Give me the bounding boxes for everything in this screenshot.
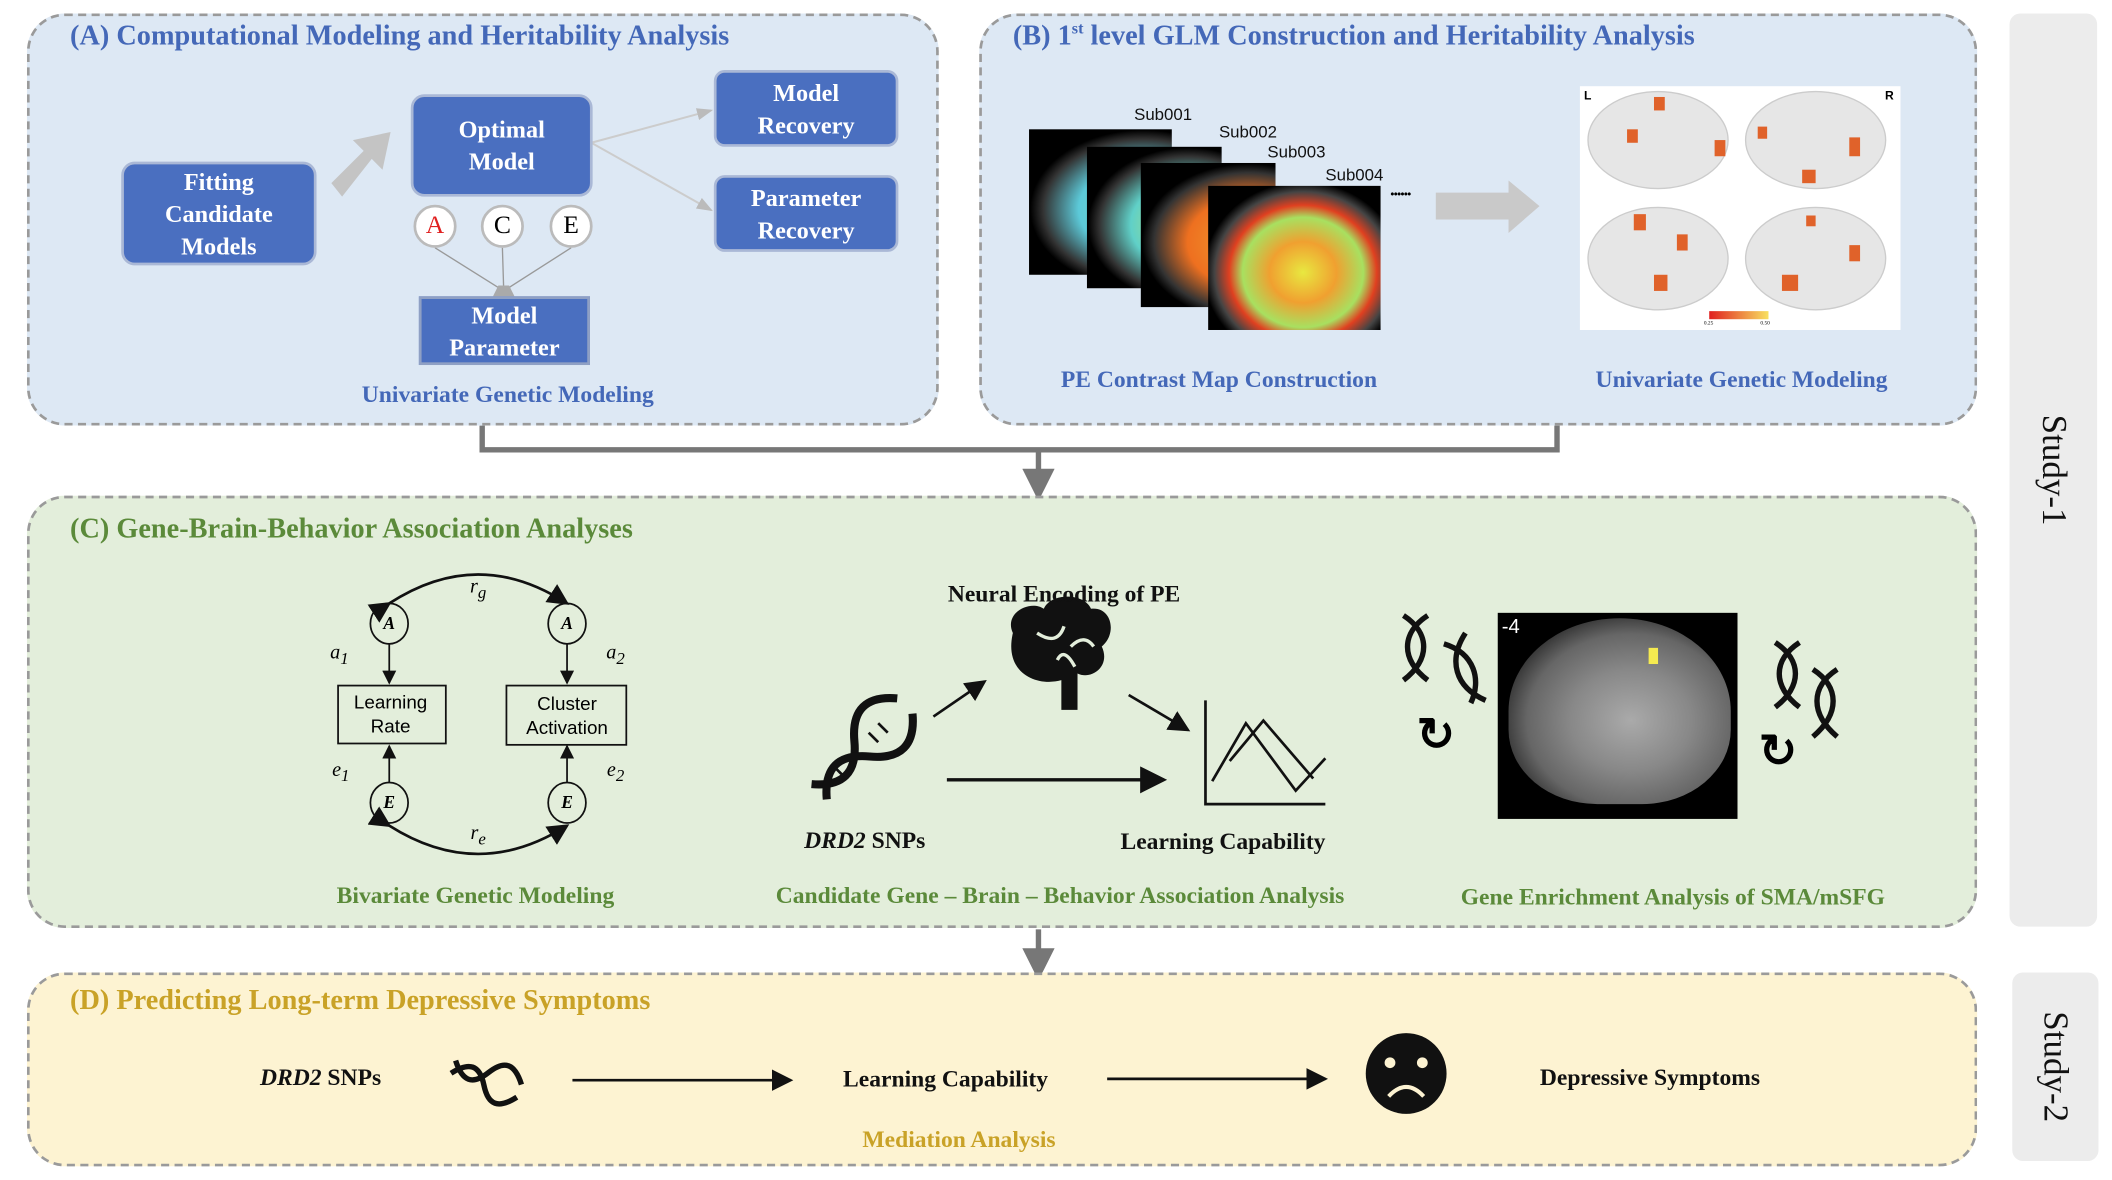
- fitting-label: Fitting Candidate Models: [164, 167, 273, 260]
- panel-d-title: (D) Predicting Long-term Depressive Symp…: [70, 983, 651, 1016]
- sma-cluster-highlight: [1648, 647, 1659, 665]
- label-e2: e2: [606, 759, 625, 786]
- label-sub004: Sub004: [1325, 165, 1384, 185]
- brain-tissue: [1508, 618, 1731, 805]
- model-recovery-label: Model Recovery: [757, 78, 855, 139]
- neural-encoding-label: Neural Encoding of PE: [947, 579, 1181, 607]
- dna-icon: [811, 694, 917, 800]
- label-sub003: Sub003: [1267, 142, 1326, 162]
- depressive-symptoms-label: Depressive Symptoms: [1539, 1063, 1761, 1091]
- drd2-snps-label: DRD2 SNPs: [804, 826, 926, 854]
- model-parameter-box: Model Parameter: [418, 296, 590, 366]
- label-sub001: Sub001: [1134, 105, 1193, 124]
- colorbar-max: 0.50: [1760, 319, 1770, 326]
- node-e-left: E: [383, 791, 396, 813]
- learning-capability-label: Learning Capability: [1120, 827, 1326, 855]
- label-sub002: Sub002: [1218, 122, 1278, 142]
- panel-b-caption-right: Univariate Genetic Modeling: [1595, 365, 1888, 393]
- brain-slice-sub004: [1208, 185, 1381, 330]
- cortical-surface-map: L R 0.25 0.50: [1579, 86, 1901, 330]
- ace-a-node: A: [413, 204, 457, 248]
- study-2-tab: Study-2: [2012, 972, 2099, 1162]
- label-left-hemisphere: L: [1583, 88, 1592, 103]
- dna-icon: [449, 1059, 525, 1107]
- ellipsis-dots: ......: [1390, 180, 1412, 201]
- learning-capability-label: Learning Capability: [843, 1064, 1049, 1092]
- drd2-snps-label: DRD2 SNPs: [259, 1063, 382, 1091]
- label-a2: a2: [606, 642, 625, 669]
- merge-connector: [479, 425, 1560, 453]
- node-a-right: A: [561, 612, 573, 634]
- model-recovery-box: Model Recovery: [713, 70, 899, 147]
- panel-b-title: (B) 1st level GLM Construction and Herit…: [1012, 18, 1695, 52]
- optimal-model-box: Optimal Model: [410, 94, 593, 197]
- panel-d: [26, 972, 1978, 1167]
- fitting-candidate-models-box: Fitting Candidate Models: [121, 161, 317, 266]
- label-e1: e1: [332, 759, 350, 786]
- panel-b-caption-left: PE Contrast Map Construction: [1060, 365, 1378, 393]
- node-a-left: A: [383, 612, 396, 634]
- parameter-recovery-label: Parameter Recovery: [750, 183, 862, 244]
- study-1-tab: Study-1: [2009, 13, 2098, 927]
- label-a1: a1: [330, 642, 349, 669]
- sagittal-mri-slice: -4: [1497, 612, 1738, 819]
- panel-d-caption: Mediation Analysis: [862, 1125, 1056, 1153]
- brain-icon: [1010, 596, 1111, 710]
- model-parameter-label: Model Parameter: [449, 301, 560, 361]
- label-re: re: [470, 822, 486, 849]
- big-arrow-icon: [331, 131, 391, 197]
- colorbar: [1709, 311, 1769, 320]
- refresh-icon: ↻: [1416, 711, 1455, 761]
- caption-bivariate: Bivariate Genetic Modeling: [336, 881, 615, 909]
- sad-face-icon: [1365, 1033, 1447, 1114]
- colorbar-min: 0.25: [1703, 319, 1714, 326]
- label-right-hemisphere: R: [1884, 88, 1894, 103]
- optimal-label: Optimal Model: [458, 115, 545, 176]
- brain-surfaces: [1587, 90, 1887, 320]
- parameter-recovery-box: Parameter Recovery: [713, 175, 899, 252]
- gray-right-arrow-icon: [1435, 180, 1540, 234]
- caption-candidate: Candidate Gene – Brain – Behavior Associ…: [775, 881, 1345, 909]
- panel-c-title: (C) Gene-Brain-Behavior Association Anal…: [70, 511, 633, 545]
- panel-a-title: (A) Computational Modeling and Heritabil…: [70, 18, 730, 52]
- dna-icon: [1401, 613, 1839, 739]
- slice-coordinate-label: -4: [1501, 615, 1520, 639]
- ace-c-node: C: [480, 204, 524, 248]
- node-e-right: E: [561, 791, 573, 813]
- label-rg: rg: [470, 576, 487, 603]
- refresh-icon: ↻: [1758, 727, 1798, 778]
- panel-a-caption: Univariate Genetic Modeling: [361, 380, 654, 408]
- caption-enrichment: Gene Enrichment Analysis of SMA/mSFG: [1460, 882, 1885, 910]
- line-chart-icon: [1204, 700, 1327, 806]
- ace-e-node: E: [549, 204, 593, 248]
